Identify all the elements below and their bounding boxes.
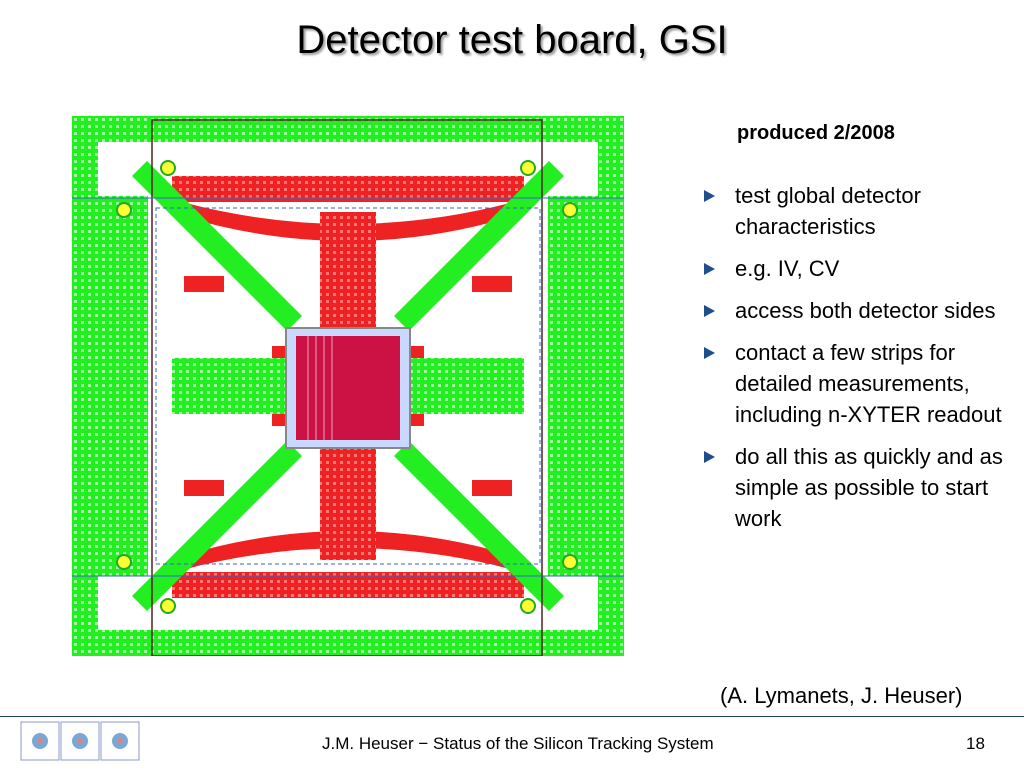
cbm-logo-icon [20,721,140,761]
credit-authors: (A. Lymanets, J. Heuser) [720,683,963,708]
footer-text: J.M. Heuser − Status of the Silicon Trac… [322,734,714,753]
bullet-triangle-icon [704,190,715,202]
bullet-triangle-icon [704,305,715,317]
bullet-item: do all this as quickly and as simple as … [704,441,1004,534]
page-number: 18 [966,734,985,753]
bullet-item: access both detector sides [704,295,1004,326]
bullet-triangle-icon [704,451,715,463]
produced-date: produced 2/2008 [737,122,895,144]
footer-divider [0,716,1024,717]
bullet-item: e.g. IV, CV [704,253,1004,284]
slide-title: Detector test board, GSI [296,18,728,62]
bullet-list: test global detector characteristics e.g… [704,180,1004,545]
bullet-triangle-icon [704,347,715,359]
bullet-item: test global detector characteristics [704,180,1004,242]
test-board-layout-image [72,116,624,656]
bullet-item: contact a few strips for detailed measur… [704,337,1004,430]
bullet-triangle-icon [704,263,715,275]
